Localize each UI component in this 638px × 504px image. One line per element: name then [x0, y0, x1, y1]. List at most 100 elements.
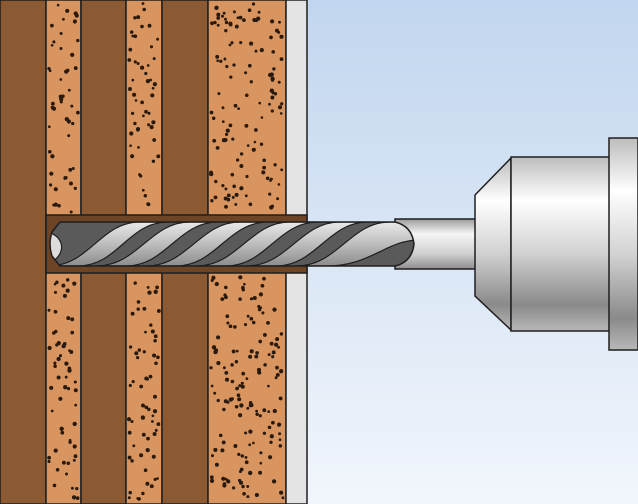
insulation-dot — [271, 350, 276, 355]
insulation-dot — [279, 112, 283, 115]
insulation-dot — [233, 444, 238, 448]
chuck-collar — [608, 137, 638, 351]
insulation-dot — [73, 388, 78, 393]
insulation-dot — [250, 297, 254, 301]
insulation-dot — [261, 170, 266, 175]
insulation-dot — [144, 330, 147, 334]
insulation-dot — [231, 349, 236, 354]
insulation-dot — [151, 120, 156, 125]
insulation-dot — [146, 285, 150, 289]
insulation-dot — [209, 478, 215, 484]
insulation-dot — [153, 477, 157, 481]
insulation-dot — [270, 109, 274, 113]
insulation-dot — [145, 447, 150, 453]
insulation-dot — [244, 194, 248, 198]
insulation-dot — [224, 295, 228, 300]
insulation-dot — [257, 370, 262, 375]
insulation-dot — [234, 202, 238, 206]
insulation-dot — [248, 400, 253, 405]
insulation-dot — [133, 60, 137, 64]
insulation-dot — [76, 110, 80, 115]
insulation-dot — [269, 179, 272, 182]
insulation-dot — [238, 275, 243, 280]
insulation-dot — [128, 345, 133, 349]
insulation-dot — [268, 192, 272, 196]
insulation-dot — [233, 103, 238, 108]
insulation-dot — [47, 308, 51, 312]
insulation-dot — [73, 454, 78, 459]
insulation-dot — [255, 351, 259, 355]
insulation-dot — [67, 134, 71, 138]
insulation-dot — [258, 470, 263, 475]
insulation-dot — [221, 138, 226, 143]
insulation-dot — [214, 5, 219, 10]
insulation-dot — [262, 431, 267, 435]
insulation-dot — [128, 383, 132, 388]
insulation-dot — [139, 453, 144, 458]
drill-bit-flutes — [50, 222, 414, 266]
insulation-dot — [239, 403, 244, 408]
insulation-dot — [245, 377, 249, 380]
insulation-dot — [149, 125, 154, 130]
insulation-dot — [152, 353, 157, 358]
insulation-dot — [58, 94, 63, 99]
insulation-dot — [241, 371, 246, 376]
insulation-dot — [72, 458, 76, 462]
insulation-dot — [275, 372, 280, 377]
insulation-dot — [132, 444, 136, 448]
insulation-dot — [247, 8, 252, 12]
insulation-dot — [70, 330, 75, 335]
insulation-dot — [134, 351, 139, 356]
insulation-dot — [224, 29, 228, 33]
insulation-dot — [136, 300, 141, 304]
insulation-dot — [269, 205, 274, 210]
insulation-dot — [133, 16, 137, 20]
insulation-dot — [50, 154, 55, 159]
insulation-dot — [278, 369, 284, 374]
insulation-dot — [260, 116, 264, 119]
insulation-dot — [269, 72, 274, 77]
insulation-dot — [277, 183, 281, 186]
insulation-dot — [73, 66, 78, 71]
insulation-dot — [50, 43, 54, 47]
insulation-dot — [61, 460, 66, 465]
insulation-dot — [271, 420, 275, 425]
insulation-dot — [267, 353, 271, 357]
insulation-dot — [65, 278, 70, 282]
insulation-dot — [126, 417, 132, 422]
insulation-dot — [68, 440, 72, 444]
insulation-dot — [266, 320, 270, 325]
insulation-dot — [280, 102, 284, 106]
insulation-dot — [279, 57, 284, 61]
insulation-dot — [213, 391, 217, 395]
insulation-dot — [76, 38, 80, 43]
insulation-dot — [259, 142, 264, 146]
insulation-dot — [215, 54, 220, 59]
insulation-dot — [127, 496, 131, 500]
insulation-dot — [211, 116, 216, 121]
insulation-dot — [259, 451, 263, 455]
insulation-dot — [262, 332, 267, 337]
insulation-dot — [58, 354, 63, 358]
insulation-dot — [141, 491, 145, 496]
insulation-dot — [153, 334, 158, 339]
insulation-dot — [133, 34, 138, 39]
insulation-dot — [52, 483, 57, 488]
insulation-dot — [55, 468, 60, 472]
insulation-dot — [71, 167, 75, 170]
insulation-dot — [143, 468, 148, 473]
insulation-dot — [230, 172, 235, 177]
insulation-dot — [279, 490, 284, 495]
insulation-dot — [213, 20, 217, 25]
insulation-dot — [62, 17, 65, 21]
insulation-dot — [238, 297, 242, 301]
insulation-dot — [127, 430, 132, 435]
insulation-dot — [248, 202, 253, 207]
insulation-dot — [151, 454, 156, 459]
insulation-dot — [237, 478, 242, 483]
insulation-dot — [239, 186, 244, 191]
insulation-dot — [151, 159, 156, 164]
insulation-dot — [244, 123, 249, 128]
insulation-dot — [53, 364, 57, 368]
insulation-dot — [228, 397, 234, 402]
